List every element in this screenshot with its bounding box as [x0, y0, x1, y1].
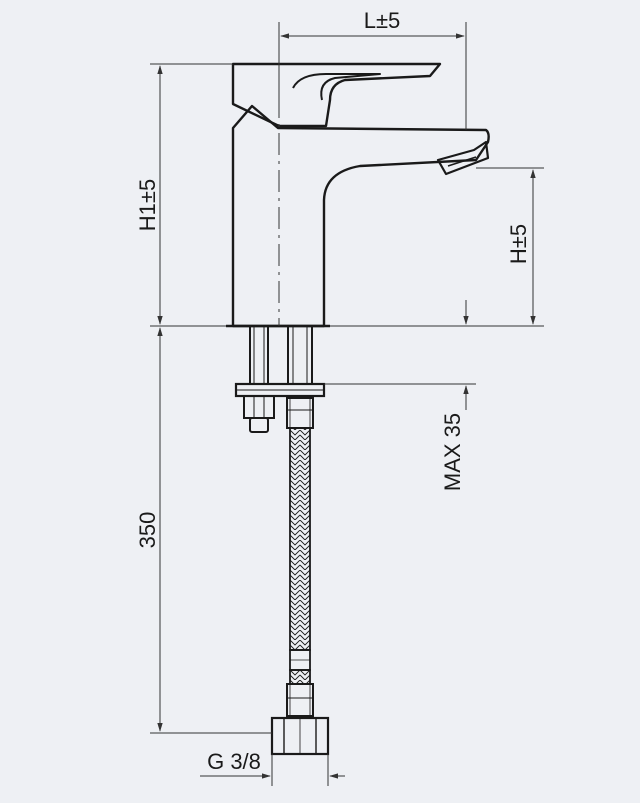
hose-bottom-ferrule — [286, 683, 314, 717]
lever-block — [231, 62, 442, 128]
label-max-thickness: MAX 35 — [440, 413, 465, 491]
aerator-inner — [447, 156, 477, 167]
label-width: L±5 — [364, 8, 401, 33]
stud-left — [249, 325, 269, 385]
inlet-pipe — [287, 325, 313, 385]
aerator — [436, 140, 490, 176]
label-spout-height: H±5 — [506, 224, 531, 264]
faucet-body — [226, 104, 490, 328]
hose-braid — [289, 427, 311, 651]
flexible-hose — [270, 397, 330, 756]
mounting-hardware — [234, 325, 326, 433]
label-thread: G 3/8 — [207, 749, 261, 774]
hose-top-ferrule — [286, 397, 314, 429]
label-total-height: H1±5 — [135, 179, 160, 231]
hose-braid-lower — [289, 669, 311, 685]
label-hose-length: 350 — [135, 512, 160, 549]
dimension-lines — [150, 22, 544, 786]
body-outline — [231, 104, 490, 328]
fixing-nut — [243, 395, 275, 419]
lever-handle — [231, 62, 442, 128]
stud-end — [249, 417, 269, 433]
lever-groove — [292, 73, 381, 101]
